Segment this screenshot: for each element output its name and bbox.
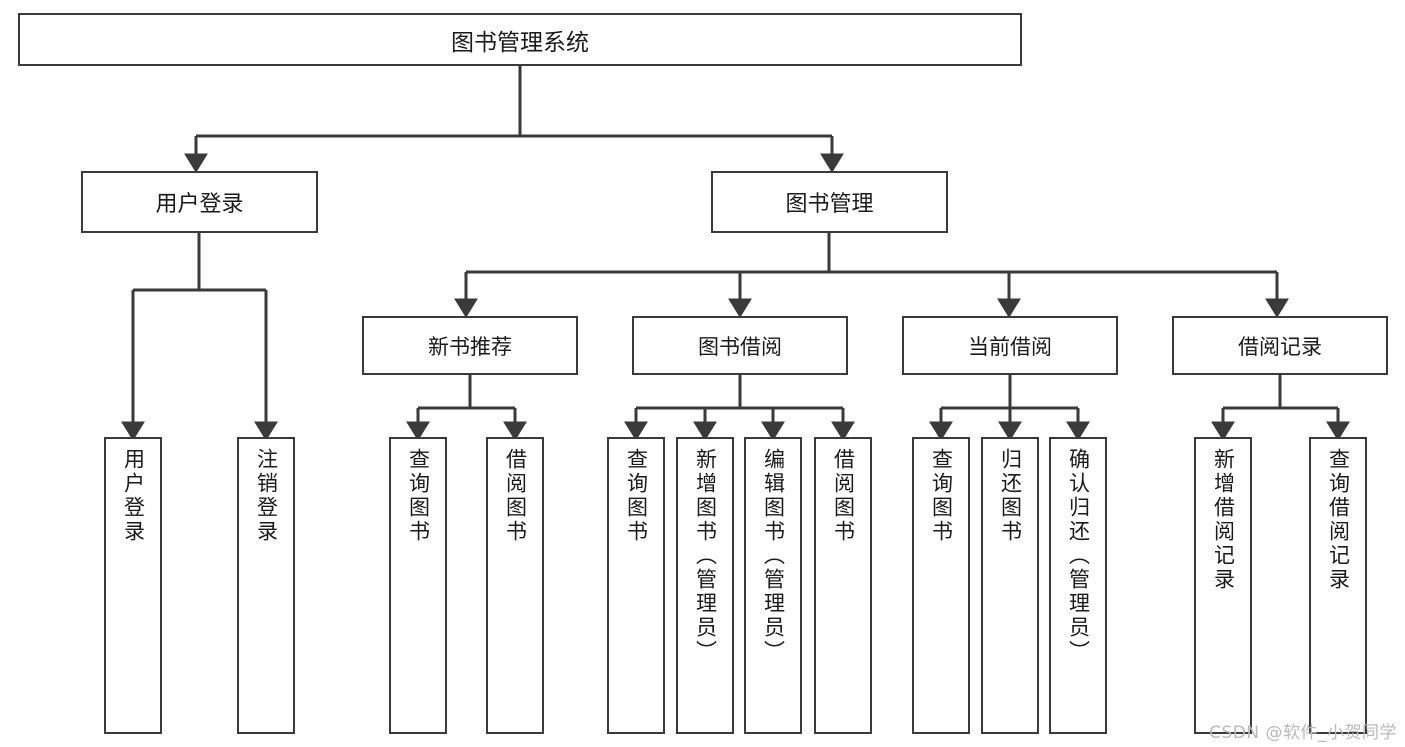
- leaf-current-borrow-confirm-return-admin[interactable]: 确认归还（管理员）: [1049, 437, 1107, 734]
- node-label: 图书管理: [785, 192, 874, 217]
- node-label: 图书管理系统: [451, 29, 589, 56]
- node-label: 借阅记录: [1238, 334, 1322, 359]
- leaf-borrow-record-add-record[interactable]: 新增借阅记录: [1194, 437, 1252, 734]
- node-label: 查询图书: [929, 448, 954, 544]
- leaf-book-borrow-query-book[interactable]: 查询图书: [607, 437, 665, 734]
- leaf-book-borrow-borrow-book[interactable]: 借阅图书: [814, 437, 872, 734]
- node-label: 新增图书（管理员）: [693, 448, 718, 664]
- leaf-current-borrow-query-book[interactable]: 查询图书: [912, 437, 970, 734]
- node-borrow-record[interactable]: 借阅记录: [1172, 316, 1388, 375]
- csdn-watermark: CSDN @软件_小贺同学: [1209, 723, 1397, 743]
- leaf-new-book-borrow-book[interactable]: 借阅图书: [486, 437, 544, 734]
- node-label: 新书推荐: [428, 334, 512, 359]
- node-label: 新增借阅记录: [1211, 448, 1236, 592]
- leaf-book-borrow-add-book-admin[interactable]: 新增图书（管理员）: [676, 437, 734, 734]
- node-label: 当前借阅: [968, 334, 1052, 359]
- node-root-book-management-system[interactable]: 图书管理系统: [18, 13, 1022, 66]
- node-label: 借阅图书: [503, 448, 528, 544]
- node-label: 注销登录: [254, 448, 279, 544]
- node-label: 用户登录: [155, 192, 244, 217]
- node-label: 查询借阅记录: [1326, 448, 1351, 592]
- node-label: 确认归还（管理员）: [1066, 448, 1091, 664]
- node-new-book-recommend[interactable]: 新书推荐: [362, 316, 578, 375]
- node-book-management[interactable]: 图书管理: [711, 171, 948, 233]
- leaf-user-login-login[interactable]: 用户登录: [104, 437, 162, 734]
- leaf-current-borrow-return-book[interactable]: 归还图书: [981, 437, 1039, 734]
- node-label: 用户登录: [121, 448, 146, 544]
- leaf-user-login-logout[interactable]: 注销登录: [237, 437, 295, 734]
- node-label: 查询图书: [624, 448, 649, 544]
- node-label: 查询图书: [406, 448, 431, 544]
- node-label: 借阅图书: [831, 448, 856, 544]
- node-label: 图书借阅: [698, 334, 782, 359]
- node-user-login[interactable]: 用户登录: [81, 171, 318, 233]
- node-label: 归还图书: [998, 448, 1023, 544]
- leaf-book-borrow-edit-book-admin[interactable]: 编辑图书（管理员）: [744, 437, 802, 734]
- leaf-new-book-query-book[interactable]: 查询图书: [389, 437, 447, 734]
- node-current-borrow[interactable]: 当前借阅: [902, 316, 1118, 375]
- leaf-borrow-record-query-record[interactable]: 查询借阅记录: [1309, 437, 1367, 734]
- node-book-borrow[interactable]: 图书借阅: [632, 316, 848, 375]
- node-label: 编辑图书（管理员）: [761, 448, 786, 664]
